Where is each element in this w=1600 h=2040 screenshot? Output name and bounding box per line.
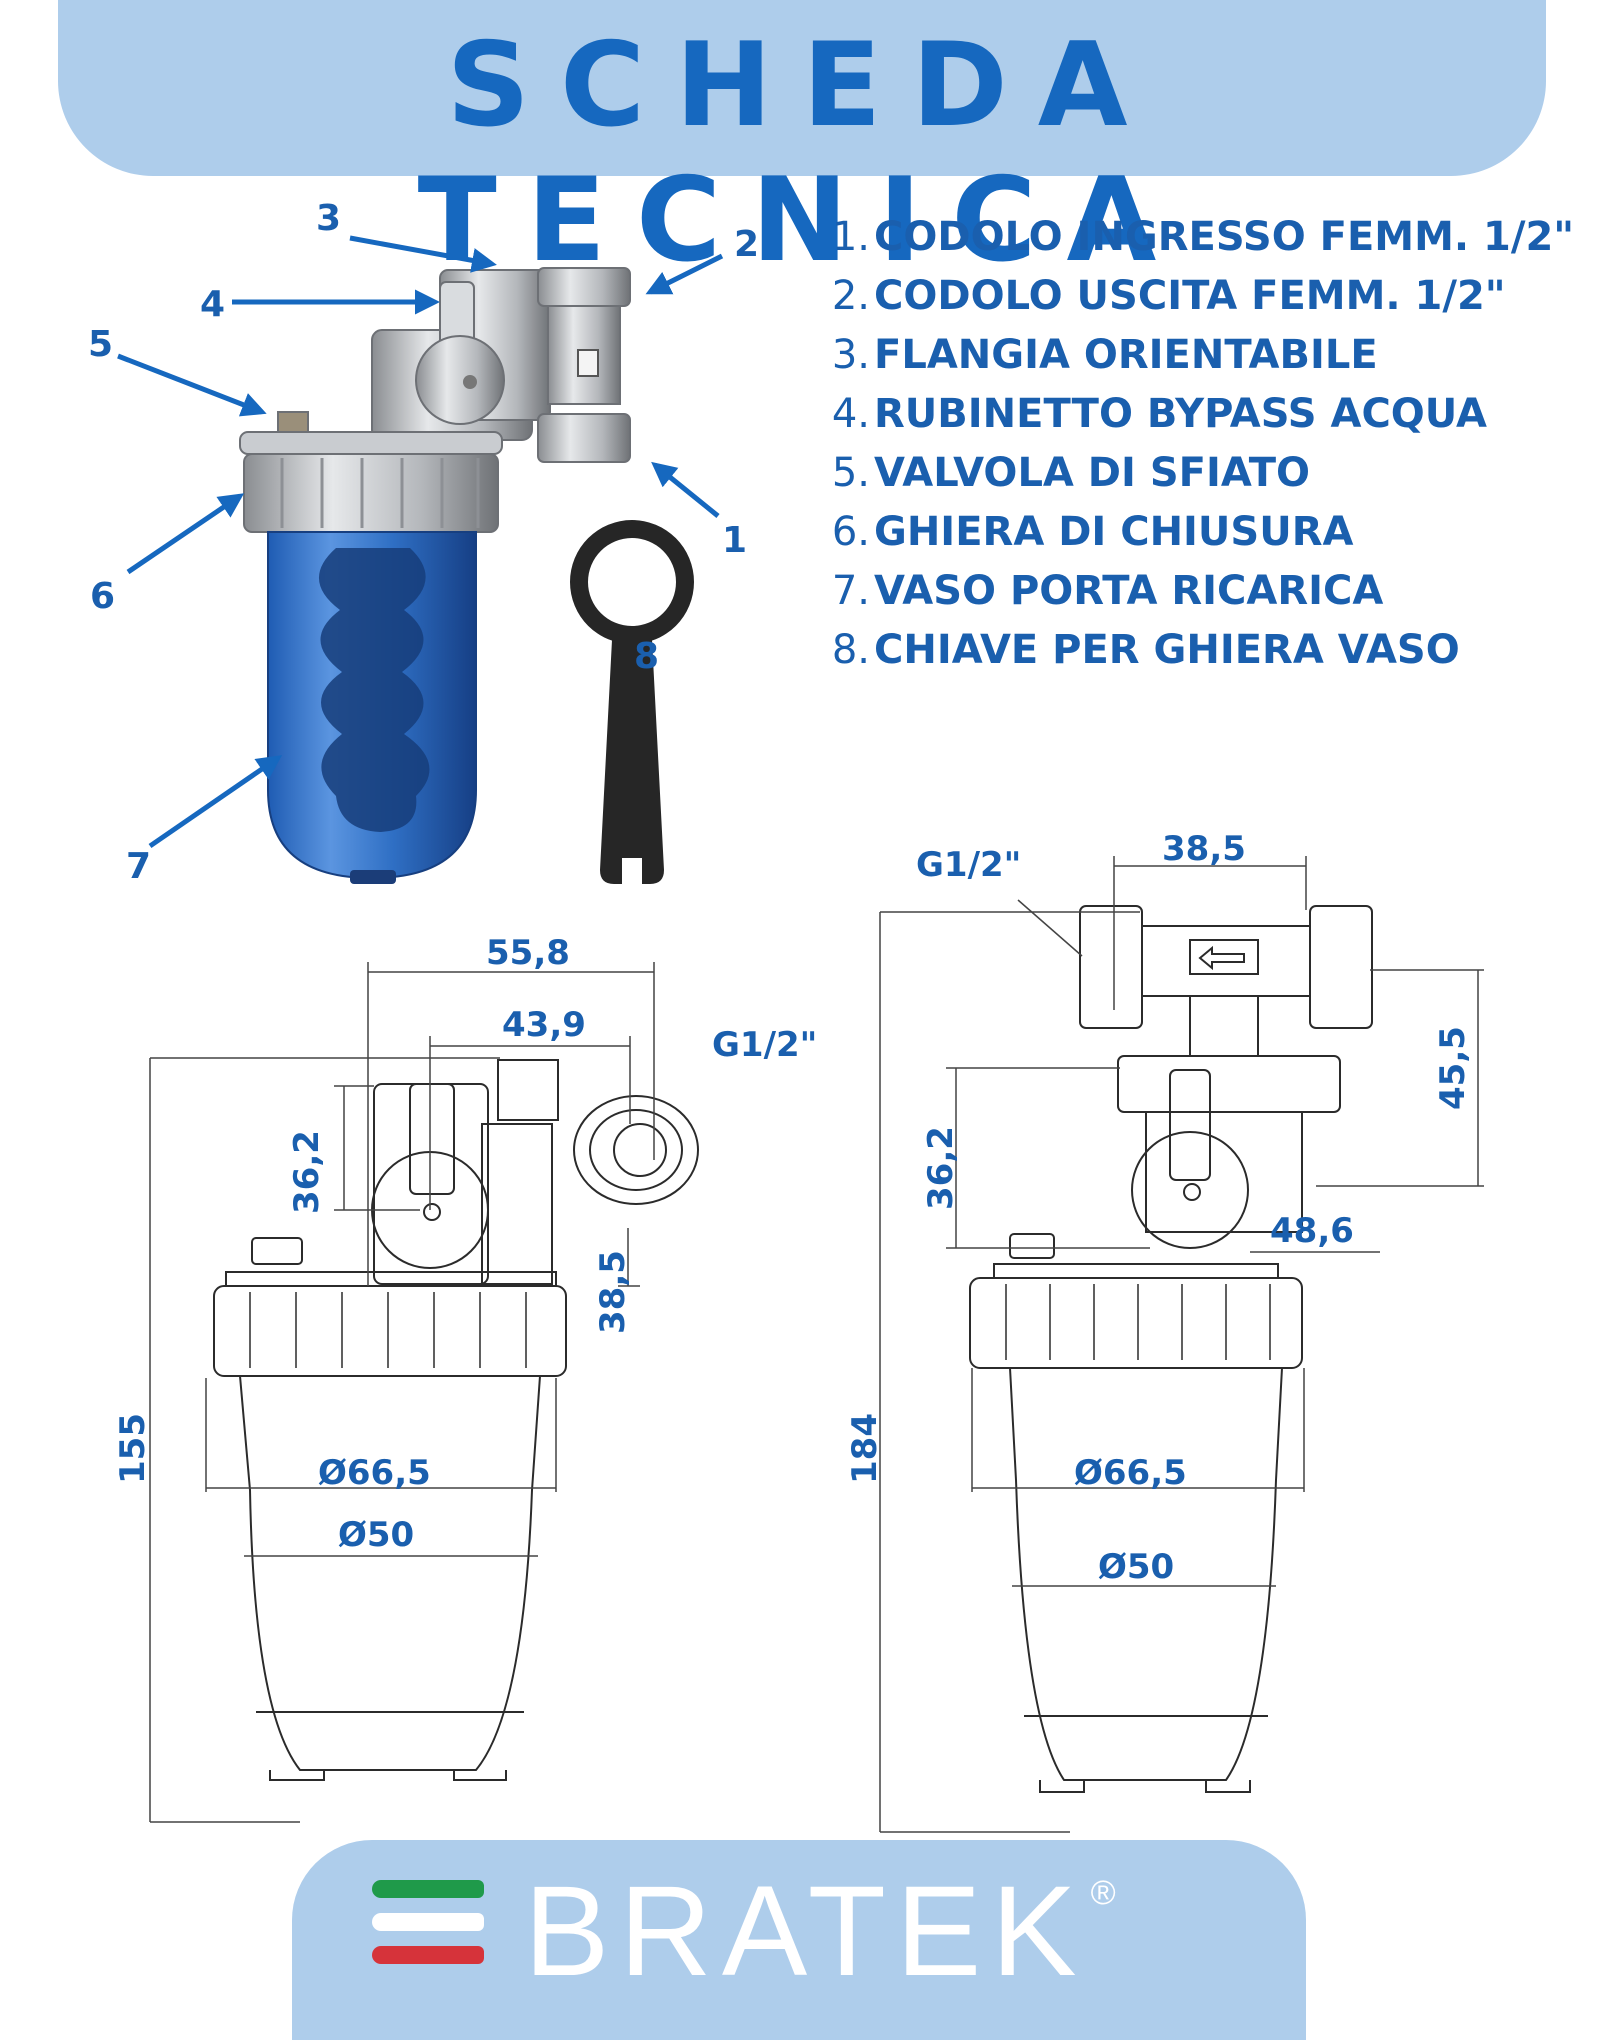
dim-offset: 38,5 <box>593 1250 633 1334</box>
header-banner: SCHEDA TECNICA <box>58 0 1546 288</box>
dim-valve-height: 36,2 <box>287 1130 327 1214</box>
brand-logo: BRATEK® <box>524 1860 1116 2003</box>
filter-photo <box>239 267 694 884</box>
legend-item: 2.CODOLO USCITA FEMM. 1/2" <box>831 273 1506 319</box>
legend-item: 8.CHIAVE PER GHIERA VASO <box>831 627 1460 673</box>
callout-7: 7 <box>126 846 151 887</box>
callout-6: 6 <box>90 576 115 617</box>
legend-item: 7.VASO PORTA RICARICA <box>831 568 1384 614</box>
page-title: SCHEDA TECNICA <box>417 18 1187 288</box>
dim-body-diameter: Ø50 <box>1098 1547 1174 1587</box>
side-view-dimensions <box>879 856 1484 1833</box>
thread-label: G1/2" <box>916 845 1021 885</box>
callout-arrows <box>117 235 724 849</box>
callout-4: 4 <box>200 284 225 325</box>
dim-valve-offset: 48,6 <box>1270 1211 1354 1251</box>
callout-numbers: 1 2 3 4 5 6 7 8 <box>88 198 759 887</box>
front-view-labels: 55,8 43,9 G1/2" 36,2 38,5 155 Ø66,5 Ø50 <box>113 933 817 1555</box>
legend-item: 1.CODOLO INGRESSO FEMM. 1/2" <box>831 214 1575 260</box>
side-view-labels: 38,5 G1/2" 45,5 36,2 48,6 184 Ø66,5 Ø50 <box>845 829 1473 1587</box>
front-view-dimensions <box>149 962 655 1823</box>
dim-fitting-height: 45,5 <box>1433 1026 1473 1110</box>
dim-valve-height: 36,2 <box>921 1126 961 1210</box>
legend-item: 3.FLANGIA ORIENTABILE <box>831 332 1378 378</box>
dim-height-total: 184 <box>845 1413 885 1484</box>
callout-5: 5 <box>88 324 113 365</box>
legend-item: 5.VALVOLA DI SFIATO <box>831 450 1310 496</box>
dim-fitting-width: 38,5 <box>1162 829 1246 869</box>
callout-8: 8 <box>634 636 659 677</box>
dim-height-total: 155 <box>113 1413 153 1484</box>
callout-2: 2 <box>734 224 759 265</box>
dim-ring-diameter: Ø66,5 <box>318 1453 431 1493</box>
dim-ring-diameter: Ø66,5 <box>1074 1453 1187 1493</box>
legend-item: 6.GHIERA DI CHIUSURA <box>831 509 1354 555</box>
dim-width-flange: 43,9 <box>502 1005 586 1045</box>
callout-1: 1 <box>722 520 747 561</box>
dim-width-total: 55,8 <box>486 933 570 973</box>
thread-label: G1/2" <box>712 1025 817 1065</box>
side-view-drawing <box>969 905 1373 1793</box>
flag-logo-icon <box>372 1880 484 1964</box>
callout-3: 3 <box>316 198 341 239</box>
parts-legend: 1.CODOLO INGRESSO FEMM. 1/2" 2.CODOLO US… <box>810 208 1574 680</box>
dim-body-diameter: Ø50 <box>338 1515 414 1555</box>
footer-banner: BRATEK® <box>292 1840 1306 2040</box>
front-view-drawing <box>213 1059 699 1781</box>
legend-item: 4.RUBINETTO BYPASS ACQUA <box>831 391 1488 437</box>
